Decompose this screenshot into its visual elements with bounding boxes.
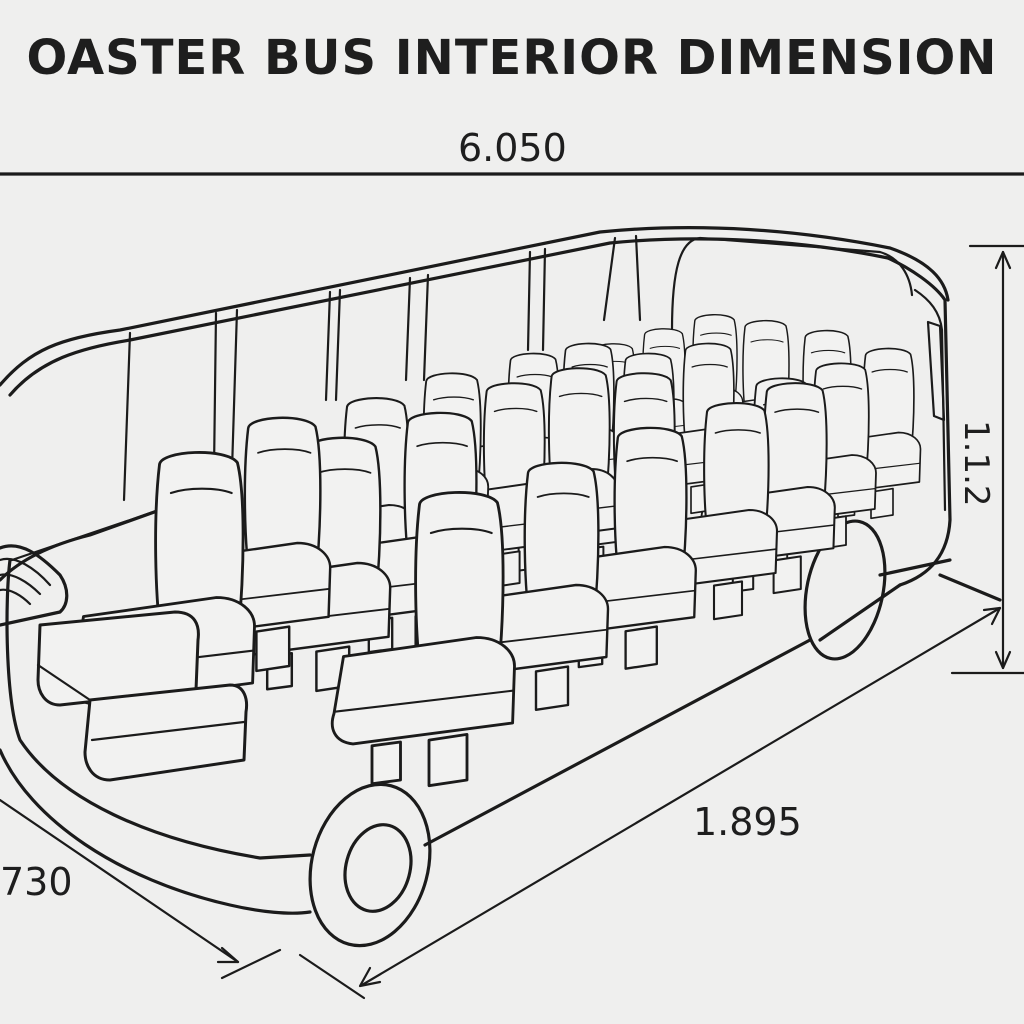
floor-length-dimension-line — [298, 606, 1002, 1000]
overall-length-label: 6.050 — [458, 126, 567, 170]
height-label: 1.1.2 — [956, 420, 996, 507]
seats-group — [36, 314, 922, 788]
dashboard — [0, 544, 69, 627]
rear-wheel — [803, 519, 887, 661]
front-seat-base — [36, 610, 249, 782]
floor-length-label: 1.895 — [693, 800, 802, 844]
diagram-title: OASTER BUS INTERIOR DIMENSION — [26, 30, 998, 86]
passenger-seat — [330, 491, 516, 788]
height-dimension-line — [950, 244, 1024, 675]
width-label: 730 — [0, 860, 73, 904]
width-dimension-line — [0, 798, 282, 980]
front-wheel — [308, 782, 432, 948]
